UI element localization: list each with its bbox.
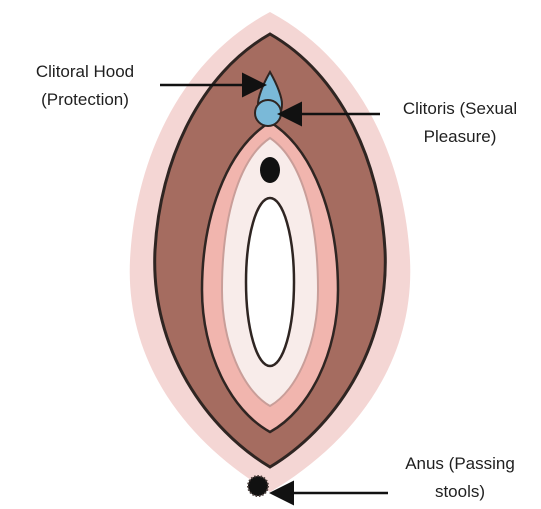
clitoral-hood-label: Clitoral Hood (Protection) [10,58,160,114]
anus-label-line2: stools) [380,478,540,506]
urethral-opening-shape [260,157,280,183]
dot-icon [248,476,268,496]
clitoral-hood-label-line2: (Protection) [10,86,160,114]
anus-label-line1: Anus (Passing [380,450,540,478]
clitoris-label-line2: Pleasure) [380,123,540,151]
clitoral-hood-label-line1: Clitoral Hood [10,58,160,86]
anus-label: Anus (Passing stools) [380,450,540,506]
clitoris-label: Clitoris (Sexual Pleasure) [380,95,540,151]
circle-icon [255,100,281,126]
clitoris-label-line1: Clitoris (Sexual [380,95,540,123]
vaginal-opening-shape [246,198,294,366]
